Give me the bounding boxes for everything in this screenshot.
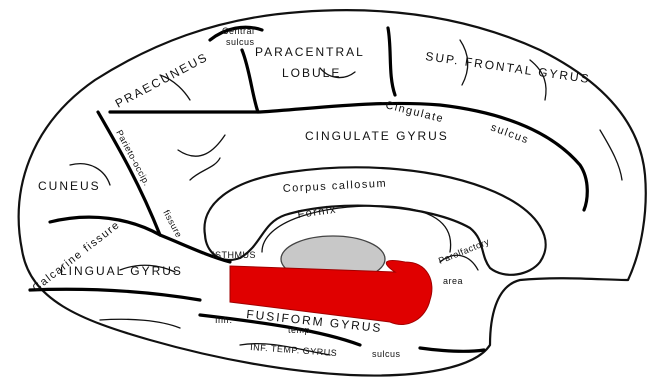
label-infr: Infr. bbox=[215, 315, 233, 325]
label-central-sulcus-1: Central bbox=[222, 26, 255, 36]
label-cuneus: CUNEUS bbox=[38, 179, 101, 193]
label-lingual-gyrus: LINGUAL GYRUS bbox=[60, 264, 183, 278]
label-central-sulcus-2: sulcus bbox=[226, 37, 255, 47]
label-isthmus: ISTHMUS bbox=[212, 250, 256, 260]
label-paracentral: PARACENTRAL bbox=[255, 45, 365, 59]
label-parolfactory-area: area bbox=[443, 276, 463, 286]
label-cingulate-gyrus: CINGULATE GYRUS bbox=[305, 129, 449, 143]
label-lobule: LOBULE bbox=[282, 66, 341, 80]
label-temp: temp. bbox=[288, 325, 313, 335]
label-sulcus: sulcus bbox=[372, 349, 401, 359]
